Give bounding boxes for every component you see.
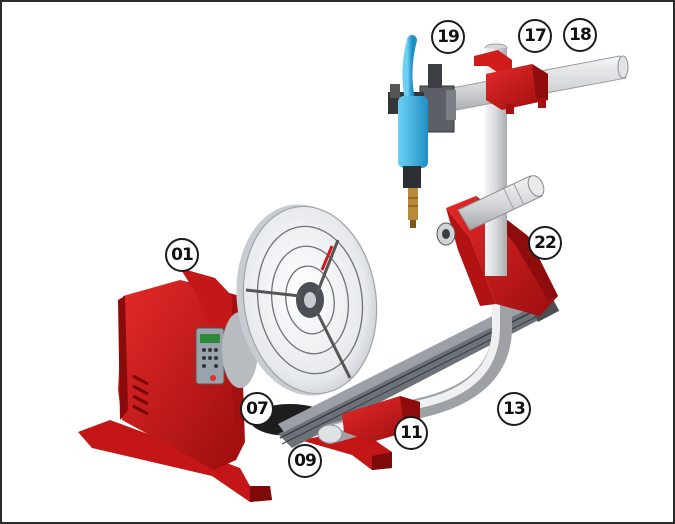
- callout-09: 09: [288, 444, 322, 478]
- callout-01: 01: [165, 238, 199, 272]
- positioner-housing: [118, 268, 245, 470]
- callout-07: 07: [240, 392, 274, 426]
- rotary-table: [236, 204, 378, 396]
- wire-canister: [457, 175, 545, 231]
- callout-11: 11: [394, 416, 428, 450]
- welding-torch: [398, 35, 428, 228]
- callout-17: 17: [518, 19, 552, 53]
- callout-13: 13: [497, 392, 531, 426]
- vertical-mast: [485, 80, 507, 276]
- callout-19: 19: [431, 20, 465, 54]
- callout-22: 22: [528, 226, 562, 260]
- callout-18: 18: [563, 18, 597, 52]
- top-clamp: [474, 50, 548, 114]
